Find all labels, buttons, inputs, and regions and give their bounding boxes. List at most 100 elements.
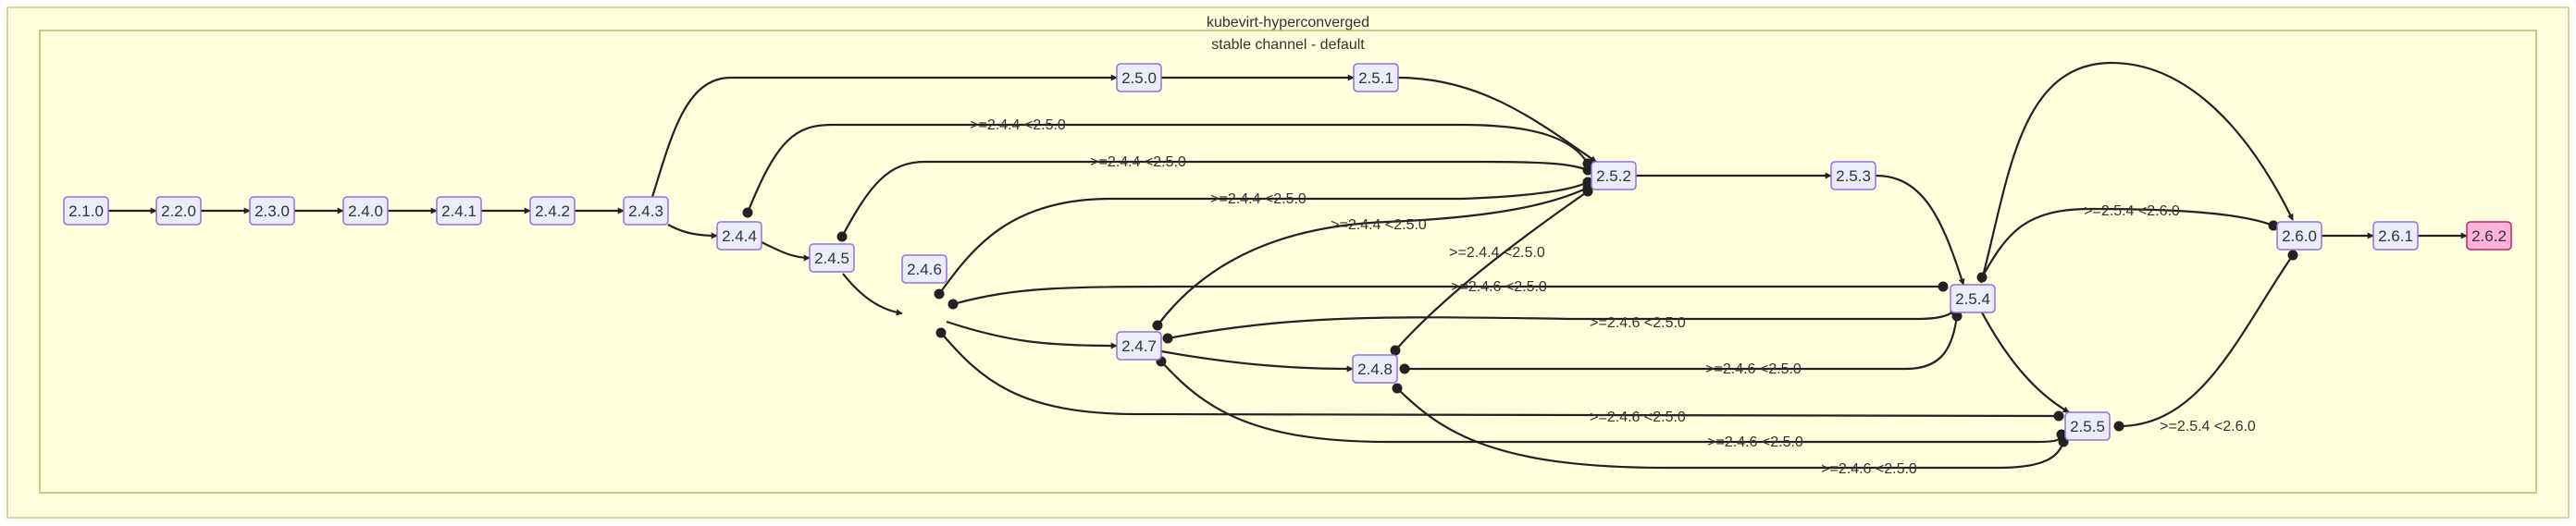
version-node-252[interactable]: 2.5.2 <box>1591 161 1637 190</box>
version-node-254[interactable]: 2.5.4 <box>1950 284 1996 313</box>
upgrade-edge-243-to-250 <box>650 74 1118 198</box>
version-node-230[interactable]: 2.3.0 <box>249 196 295 226</box>
version-node-255[interactable]: 2.5.5 <box>2064 411 2111 441</box>
version-node-210[interactable]: 2.1.0 <box>63 196 109 226</box>
version-node-246[interactable]: 2.4.6 <box>901 254 947 284</box>
edge-label: >=2.4.6 <2.5.0 <box>1590 410 1686 425</box>
node-label: 2.4.4 <box>722 227 757 245</box>
node-box <box>716 221 762 251</box>
edge-endpoint-dot <box>1399 363 1410 374</box>
node-box <box>1950 284 1996 313</box>
node-box <box>623 196 669 226</box>
upgrade-edge-247-to-248 <box>1160 349 1354 373</box>
node-label: 2.5.2 <box>1596 167 1631 185</box>
node-box <box>2372 221 2419 251</box>
upgrade-edge-246-to-247 <box>946 320 1118 349</box>
node-label: 2.5.0 <box>1121 69 1157 87</box>
node-label: 2.4.6 <box>907 261 942 278</box>
node-label: 2.4.7 <box>1121 337 1157 355</box>
node-label: 2.4.1 <box>441 202 477 220</box>
edge-label: >=2.4.4 <2.5.0 <box>1449 245 1545 261</box>
edge-endpoint-dot <box>1152 320 1163 331</box>
version-node-260[interactable]: 2.6.0 <box>2276 221 2322 251</box>
skip-edge-247-to-255 <box>1160 361 2063 444</box>
node-label: 2.1.0 <box>68 202 104 220</box>
upgrade-edge-254-to-260 <box>1979 61 2294 284</box>
edge-endpoint-dot <box>2053 410 2064 422</box>
upgrade-edge-244-to-245 <box>761 241 811 262</box>
edge-label: >=2.4.6 <2.5.0 <box>1707 434 1803 450</box>
node-label: 2.4.3 <box>628 202 663 220</box>
skip-edge-248-to-254 <box>1405 315 1959 371</box>
skip-edge-255-to-260 <box>2118 254 2294 428</box>
edge-endpoint-dot <box>1582 186 1593 197</box>
skip-edge-246-to-255 <box>940 332 2060 418</box>
edge-endpoint-dot <box>2268 220 2279 231</box>
skip-edge-246-to-252 <box>938 181 1589 295</box>
node-box <box>436 196 482 226</box>
node-box <box>2064 411 2111 441</box>
version-node-253[interactable]: 2.5.3 <box>1830 161 1876 190</box>
version-node-241[interactable]: 2.4.1 <box>436 196 482 226</box>
edge-label: >=2.5.4 <2.6.0 <box>2160 419 2256 434</box>
skip-edge-247-to-252 <box>1157 187 1589 326</box>
version-node-248[interactable]: 2.4.8 <box>1352 354 1398 384</box>
version-node-261[interactable]: 2.6.1 <box>2372 221 2419 251</box>
upgrade-edge-251-to-252 <box>1397 76 1597 163</box>
node-box <box>2466 221 2512 251</box>
cluster-title-outer: kubevirt-hyperconverged <box>1207 15 1369 31</box>
node-label: 2.3.0 <box>254 202 290 220</box>
node-label: 2.5.5 <box>2070 418 2105 435</box>
version-node-250[interactable]: 2.5.0 <box>1116 63 1162 92</box>
cluster-title-inner: stable channel - default <box>1211 37 1365 53</box>
edge-labels-layer: >=2.4.4 <2.5.0 >=2.4.4 <2.5.0 >=2.4.4 <2.5… <box>970 117 2256 477</box>
edge-endpoint-dot <box>935 327 947 338</box>
version-node-244[interactable]: 2.4.4 <box>716 221 762 251</box>
upgrade-edge-245-to-246 <box>842 273 903 316</box>
node-box <box>1591 161 1637 190</box>
version-node-251[interactable]: 2.5.1 <box>1353 63 1399 92</box>
edge-endpoint-dot <box>1390 345 1401 356</box>
node-box <box>1116 63 1162 92</box>
edge-endpoint-dot <box>1392 383 1403 394</box>
version-node-247[interactable]: 2.4.7 <box>1116 331 1162 361</box>
node-box <box>1830 161 1876 190</box>
version-node-220[interactable]: 2.2.0 <box>155 196 202 226</box>
node-box <box>901 254 947 284</box>
skip-edge-248-to-252 <box>1394 190 1589 351</box>
node-box <box>1116 331 1162 361</box>
edge-label: >=2.4.4 <2.5.0 <box>1210 191 1307 207</box>
edge-endpoint-dot <box>1938 281 1949 292</box>
node-label: 2.6.2 <box>2471 227 2507 245</box>
skip-edge-247-to-254 <box>1167 310 1956 340</box>
version-node-262[interactable]: 2.6.2 <box>2466 221 2512 251</box>
node-label: 2.4.2 <box>535 202 570 220</box>
upgrade-edge-253-to-254 <box>1875 174 1965 286</box>
node-box <box>342 196 389 226</box>
node-box <box>155 196 202 226</box>
node-label: 2.5.1 <box>1358 69 1393 87</box>
edge-endpoint-dot <box>1162 333 1173 344</box>
version-node-243[interactable]: 2.4.3 <box>623 196 669 226</box>
upgrade-edge-254-to-255 <box>1981 312 2070 413</box>
edge-label: >=2.4.4 <2.5.0 <box>1090 154 1186 170</box>
node-box <box>63 196 109 226</box>
edge-label: >=2.4.6 <2.5.0 <box>1821 461 1917 477</box>
node-label: 2.4.8 <box>1357 361 1393 378</box>
node-label: 2.5.4 <box>1955 290 1990 308</box>
edge-endpoint-dot <box>934 288 945 300</box>
edge-endpoint-dot <box>1951 311 1963 322</box>
node-label: 2.2.0 <box>161 202 196 220</box>
node-box <box>809 243 855 273</box>
version-node-240[interactable]: 2.4.0 <box>342 196 389 226</box>
version-node-245[interactable]: 2.4.5 <box>809 243 855 273</box>
node-box <box>1352 354 1398 384</box>
node-box <box>1353 63 1399 92</box>
version-node-242[interactable]: 2.4.2 <box>529 196 576 226</box>
cluster-stable-channel <box>39 30 2537 494</box>
skip-edge-245-to-252 <box>841 160 1589 238</box>
node-label: 2.6.1 <box>2378 227 2413 245</box>
edge-label: >=2.4.6 <2.5.0 <box>1705 361 1802 377</box>
edge-endpoint-dot <box>947 299 959 310</box>
